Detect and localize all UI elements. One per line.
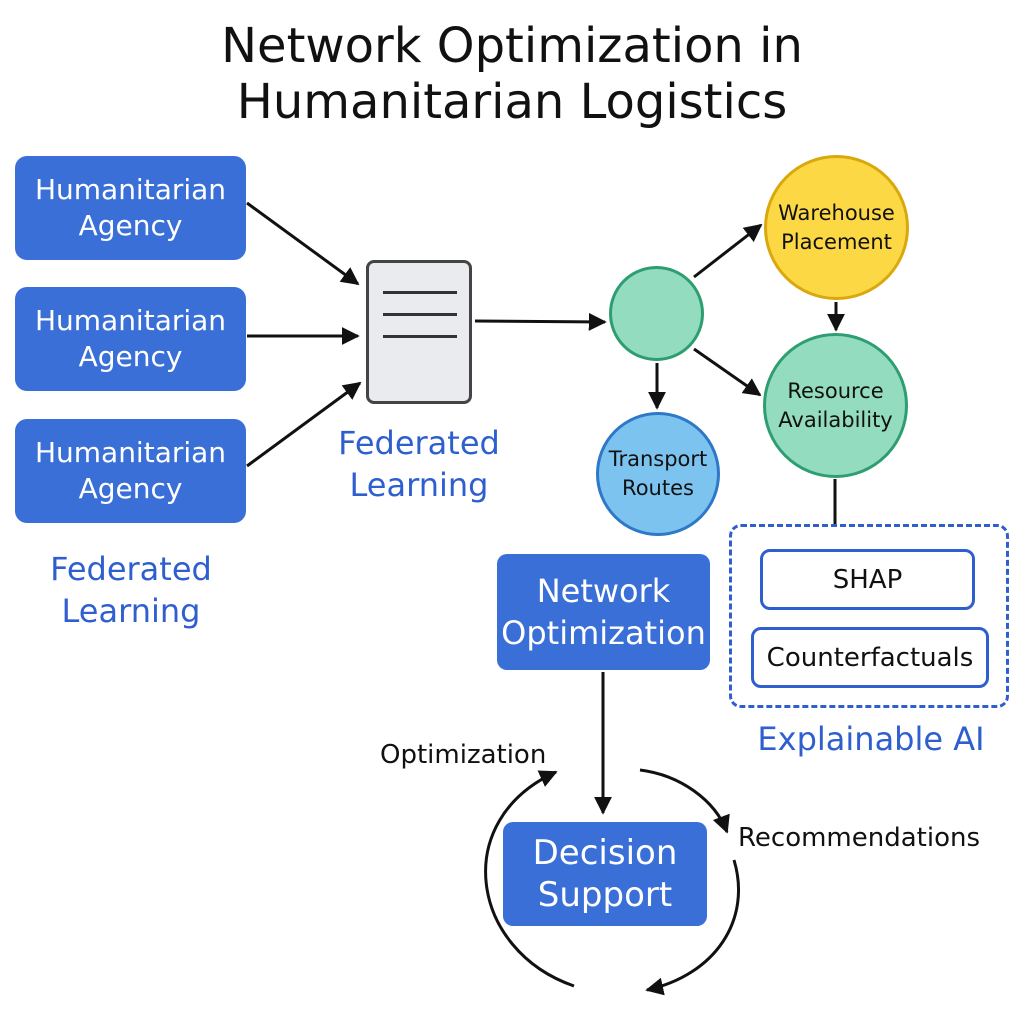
- counterfactuals-box: Counterfactuals: [751, 627, 989, 688]
- arrow-doc-hub: [474, 312, 607, 331]
- resource-line-2: Availability: [778, 407, 893, 432]
- title-line-1: Network Optimization in: [221, 18, 803, 74]
- left-label-line-2: Learning: [61, 592, 201, 630]
- agency-1-line-2: Agency: [78, 209, 183, 242]
- cycle-arrow-left: [484, 770, 575, 988]
- arrow-agency1-doc: [246, 201, 360, 286]
- humanitarian-agency-3: Humanitarian Agency: [15, 419, 246, 523]
- network-opt-line-2: Optimization: [501, 614, 706, 652]
- transport-line-1: Transport: [608, 447, 708, 471]
- recommendations-cycle-label: Recommendations: [738, 823, 981, 853]
- agency-2-line-1: Humanitarian: [34, 304, 227, 337]
- center-label-line-1: Federated: [338, 424, 500, 462]
- network-optimization-box: Network Optimization: [497, 554, 710, 670]
- explainable-ai-label: Explainable AI: [757, 720, 985, 758]
- diagram-title: Network Optimization in Humanitarian Log…: [0, 18, 1024, 130]
- decision-line-1: Decision: [532, 833, 678, 873]
- decision-support-box: Decision Support: [503, 822, 707, 926]
- explainable-ai-group: [729, 524, 1009, 708]
- transport-line-2: Routes: [622, 476, 694, 500]
- network-opt-line-1: Network: [536, 572, 671, 610]
- humanitarian-agency-2: Humanitarian Agency: [15, 287, 246, 391]
- left-federated-learning-label: Federated Learning: [20, 548, 242, 632]
- warehouse-line-2: Placement: [781, 229, 892, 254]
- cycle-arrow-top-right: [639, 768, 730, 834]
- decision-line-2: Support: [537, 875, 673, 915]
- agency-3-line-1: Humanitarian: [34, 436, 227, 469]
- document-icon: [366, 260, 472, 404]
- optimization-cycle-label: Optimization: [380, 740, 547, 770]
- resource-line-1: Resource: [787, 378, 884, 403]
- hub-node: [609, 266, 704, 361]
- resource-availability-node: Resource Availability: [763, 333, 908, 478]
- transport-routes-node: Transport Routes: [596, 412, 720, 536]
- agency-1-line-1: Humanitarian: [34, 173, 227, 206]
- warehouse-placement-node: Warehouse Placement: [764, 155, 909, 300]
- title-line-2: Humanitarian Logistics: [236, 74, 788, 130]
- center-federated-learning-label: Federated Learning: [310, 422, 528, 506]
- cycle-arrow-bottom-right: [645, 859, 740, 996]
- arrow-agency3-doc: [246, 381, 362, 468]
- arrow-hub-warehouse: [693, 223, 763, 279]
- left-label-line-1: Federated: [50, 550, 212, 588]
- agency-3-line-2: Agency: [78, 472, 183, 505]
- center-label-line-2: Learning: [349, 466, 489, 504]
- shap-box: SHAP: [760, 549, 975, 610]
- arrow-hub-resource: [693, 347, 762, 397]
- agency-2-line-2: Agency: [78, 340, 183, 373]
- warehouse-line-1: Warehouse: [778, 200, 895, 225]
- humanitarian-agency-1: Humanitarian Agency: [15, 156, 246, 260]
